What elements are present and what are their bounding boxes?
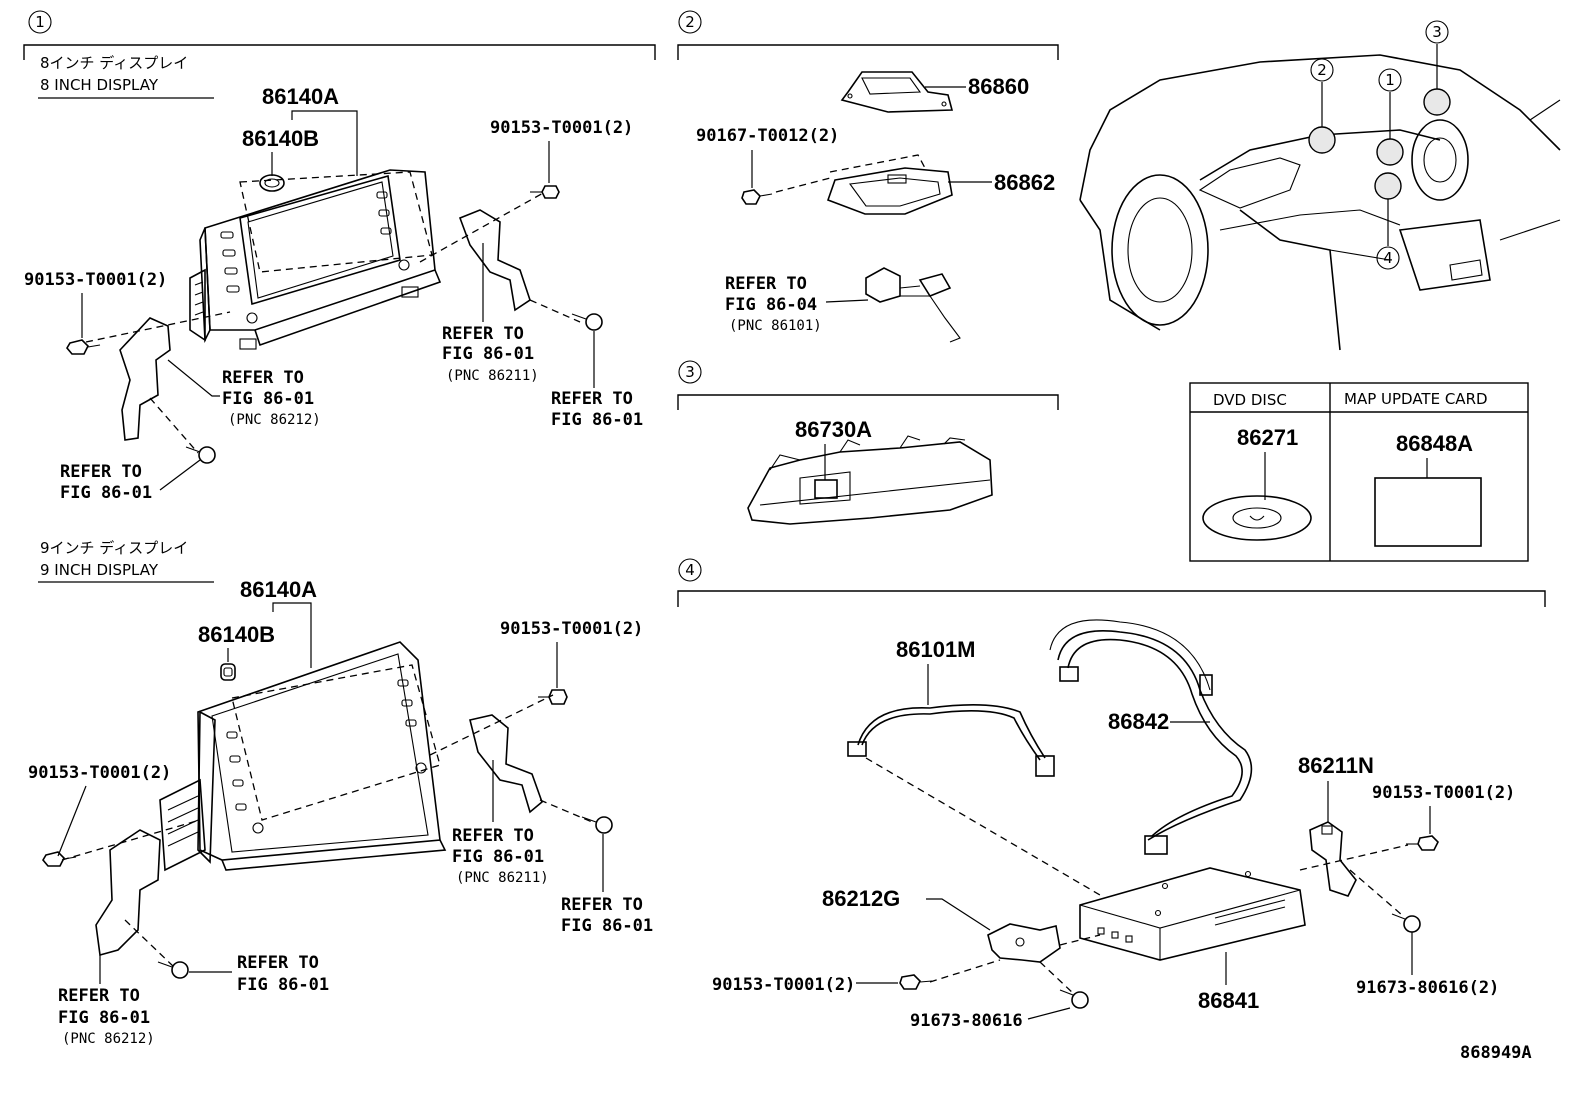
display9-ref-right-line1: REFER TO bbox=[561, 895, 643, 915]
section-4-header: 4 bbox=[677, 558, 1546, 607]
section-3-header: 3 bbox=[677, 360, 1059, 410]
display8-screw-bottom-icon bbox=[185, 446, 216, 464]
display9-bolt-right-label: 90153-T0001(2) bbox=[500, 619, 643, 639]
section4-screw-l-icon bbox=[1059, 989, 1089, 1009]
section2-ref-line1: REFER TO bbox=[725, 274, 807, 294]
section-3-number: 3 bbox=[685, 363, 695, 381]
media-col1-header: DVD DISC bbox=[1213, 391, 1287, 409]
display9-bolt-right-icon bbox=[538, 689, 568, 705]
section2-bolt-icon bbox=[741, 189, 773, 205]
section-2-number: 2 bbox=[685, 13, 695, 31]
display8-ref-mid-line2: FIG 86-01 bbox=[442, 344, 534, 364]
display8-bolt-left-label: 90153-T0001(2) bbox=[24, 270, 167, 290]
section2-ref-line2: FIG 86-04 bbox=[725, 295, 817, 315]
display8-ref-mid-line3: (PNC 86211) bbox=[446, 368, 539, 384]
section-2-header: 2 bbox=[677, 10, 1059, 60]
car-callouts: 1 2 3 4 bbox=[1308, 20, 1451, 270]
display8-ref-mid-line1: REFER TO bbox=[442, 324, 524, 344]
section4-bracket-l-label: 86212G bbox=[822, 886, 900, 911]
media-col1-part: 86271 bbox=[1237, 425, 1298, 450]
display8-bolt-right-icon bbox=[530, 185, 560, 199]
car-callout-4: 4 bbox=[1383, 249, 1393, 267]
display8-screw-right-icon bbox=[571, 313, 603, 331]
section4-bolt-r-icon bbox=[1406, 835, 1439, 851]
display8-part-a-label: 86140A bbox=[262, 84, 339, 109]
display9-ref-left-line1: REFER TO bbox=[58, 986, 140, 1006]
display9-bolt-left-label: 90153-T0001(2) bbox=[28, 763, 171, 783]
display8-ref-right-line1: REFER TO bbox=[551, 389, 633, 409]
display8-bolt-left-icon bbox=[66, 339, 101, 355]
section2-part-top-label: 86860 bbox=[968, 74, 1029, 99]
section2-connector-shape bbox=[865, 267, 961, 343]
section4-bracket-l-shape bbox=[987, 923, 1061, 963]
figure-code: 868949A bbox=[1460, 1043, 1532, 1063]
display9-screw-bottom-icon bbox=[157, 961, 189, 979]
section4-bolt-r-label: 90153-T0001(2) bbox=[1372, 783, 1515, 803]
section4-bolt-l-label: 90153-T0001(2) bbox=[712, 975, 855, 995]
car-interior-view bbox=[1079, 54, 1561, 351]
section4-harness-label: 86842 bbox=[1108, 709, 1169, 734]
display8-ref-left-line3: (PNC 86212) bbox=[228, 412, 321, 428]
car-callout-1: 1 bbox=[1385, 71, 1395, 89]
display8-ref-bottom-line1: REFER TO bbox=[60, 462, 142, 482]
display9-bolt-left-icon bbox=[42, 851, 77, 867]
section4-bracket-r-shape bbox=[1309, 821, 1357, 897]
map-card-icon bbox=[1374, 477, 1482, 547]
display8-part-b-label: 86140B bbox=[242, 126, 319, 151]
section4-bolt-l-icon bbox=[899, 974, 933, 990]
section-1-header: 1 bbox=[23, 10, 656, 60]
display9-screw-right-icon bbox=[581, 816, 613, 834]
section3-part-label: 86730A bbox=[795, 417, 872, 442]
display9-part-b-label: 86140B bbox=[198, 622, 275, 647]
display9-ref-bottom-line1: REFER TO bbox=[237, 953, 319, 973]
display9-ref-mid-line3: (PNC 86211) bbox=[456, 870, 549, 886]
section4-harness-shape bbox=[1049, 619, 1253, 855]
section4-antenna-label: 86101M bbox=[896, 637, 976, 662]
section2-part-mid-shape bbox=[826, 167, 953, 215]
display8-unit bbox=[189, 169, 442, 350]
media-table: DVD DISC MAP UPDATE CARD 86271 86848A bbox=[1189, 382, 1529, 562]
section4-unit-label: 86841 bbox=[1198, 988, 1259, 1013]
section4-unit-shape bbox=[1079, 867, 1306, 961]
dvd-disc-icon bbox=[1202, 495, 1312, 541]
section4-antenna-shape bbox=[847, 704, 1055, 777]
display8-ref-left-line2: FIG 86-01 bbox=[222, 389, 314, 409]
media-col2-header: MAP UPDATE CARD bbox=[1344, 390, 1488, 408]
display9-part-a-label: 86140A bbox=[240, 577, 317, 602]
section4-screw-r-icon bbox=[1391, 913, 1421, 933]
display9-ref-mid-line2: FIG 86-01 bbox=[452, 847, 544, 867]
display9-ref-left-line2: FIG 86-01 bbox=[58, 1008, 150, 1028]
media-col2-part: 86848A bbox=[1396, 431, 1473, 456]
display8-bolt-right-label: 90153-T0001(2) bbox=[490, 118, 633, 138]
section2-part-top-shape bbox=[840, 71, 954, 113]
display9-title-en: 9 INCH DISPLAY bbox=[40, 561, 159, 579]
display9-ref-mid-line1: REFER TO bbox=[452, 826, 534, 846]
section2-ref-line3: (PNC 86101) bbox=[729, 318, 822, 334]
section2-part-mid-label: 86862 bbox=[994, 170, 1055, 195]
section3-part-shape bbox=[747, 435, 993, 525]
section4-bracket-r-label: 86211N bbox=[1298, 753, 1374, 778]
display8-title-en: 8 INCH DISPLAY bbox=[40, 76, 159, 94]
car-callout-3: 3 bbox=[1432, 23, 1442, 41]
display8-brackets bbox=[85, 191, 581, 454]
display8-ref-bottom-line2: FIG 86-01 bbox=[60, 483, 152, 503]
display9-unit bbox=[159, 641, 447, 872]
display8-ref-left-line1: REFER TO bbox=[222, 368, 304, 388]
display9-title-jp: 9インチ ディスプレイ bbox=[40, 539, 188, 557]
display9-ref-bottom-line2: FIG 86-01 bbox=[237, 975, 329, 995]
display8-title-jp: 8インチ ディスプレイ bbox=[40, 54, 188, 72]
section-4-number: 4 bbox=[685, 561, 695, 579]
display8-ref-right-line2: FIG 86-01 bbox=[551, 410, 643, 430]
section-1-number: 1 bbox=[35, 13, 45, 31]
section4-screw-l-label: 91673-80616 bbox=[910, 1011, 1023, 1031]
car-callout-2: 2 bbox=[1317, 61, 1327, 79]
section2-bolt-label: 90167-T0012(2) bbox=[696, 126, 839, 146]
display9-ref-right-line2: FIG 86-01 bbox=[561, 916, 653, 936]
section4-screw-r-label: 91673-80616(2) bbox=[1356, 978, 1499, 998]
display9-ref-left-line3: (PNC 86212) bbox=[62, 1031, 155, 1047]
